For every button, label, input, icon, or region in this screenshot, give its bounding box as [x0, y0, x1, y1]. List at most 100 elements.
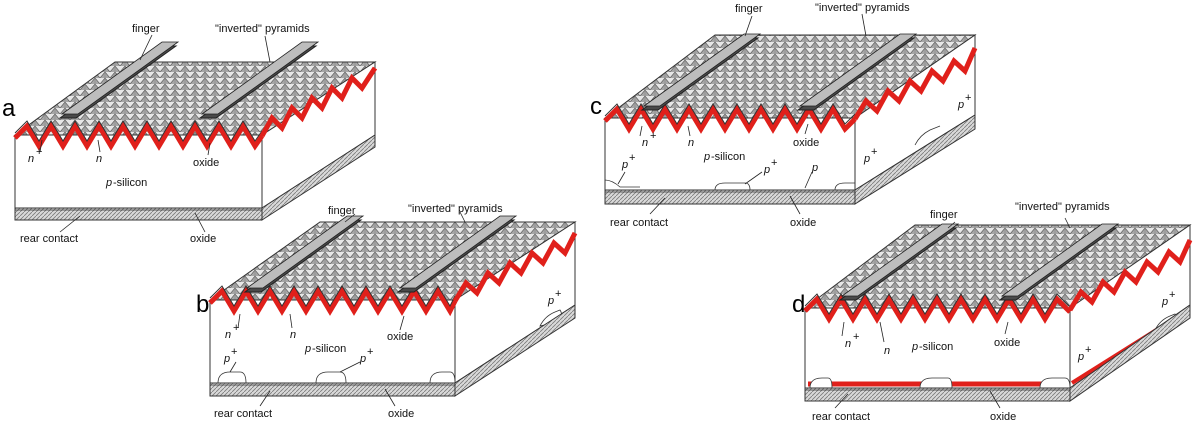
oxide-rear-label: oxide: [190, 233, 216, 245]
p-plus-region-1: [604, 179, 640, 190]
finger-label: finger: [930, 209, 958, 221]
panel-letter-a: a: [2, 95, 16, 122]
n-plus-sup: +: [233, 322, 239, 334]
oxide-front-line: [804, 293, 1071, 315]
n-plus-label: n: [642, 137, 648, 149]
emitter-layer-front: [13, 121, 265, 151]
front-face: [14, 134, 263, 209]
rear-contact-label: rear contact: [214, 408, 272, 420]
rear-contact-side: [454, 304, 576, 397]
finger-label: finger: [132, 23, 160, 35]
finger-2-top: [1000, 223, 1120, 297]
p-plus-sup-side: +: [1169, 289, 1175, 301]
finger-2-top: [798, 33, 918, 107]
finger-label: finger: [735, 3, 763, 15]
p-plus-region-2: [315, 371, 347, 384]
p-plus-sup-1: +: [629, 152, 635, 164]
n-plus-sup: +: [853, 331, 859, 343]
n-plus-label: n: [845, 338, 851, 350]
silicon-suffix: -silicon: [113, 177, 147, 189]
oxide-front-label: oxide: [387, 331, 413, 343]
emitter-layer-front: [803, 294, 1072, 324]
p-plus-region-1: [809, 377, 833, 389]
p-plus-region-3: [429, 371, 456, 384]
pyramids-label: "inverted" pyramids: [215, 23, 310, 35]
p-plus-sup-2: +: [367, 346, 373, 358]
emitter-layer-side: [259, 66, 378, 138]
silicon-prefix: p: [105, 177, 112, 189]
p-plus-label-2: p: [763, 164, 770, 176]
rear-contact-label: rear contact: [812, 411, 870, 423]
p-plus-sup-1: +: [231, 346, 237, 358]
finger-2-top: [398, 215, 518, 289]
finger-2-top: [200, 41, 320, 115]
p-plus-label-1: p: [223, 353, 230, 365]
n-plus-sup: +: [650, 130, 656, 142]
finger-1-top: [642, 33, 762, 107]
finger-1-top: [840, 223, 960, 297]
pyramids-label: "inverted" pyramids: [408, 203, 503, 215]
n-label: n: [96, 153, 102, 165]
rear-contact-side: [261, 134, 376, 221]
oxide-rear-label: oxide: [990, 411, 1016, 423]
p-plus-sup-side-2: +: [871, 146, 877, 158]
p-plus-region-3: [1039, 377, 1071, 389]
panel-letter-b: b: [196, 291, 209, 318]
p-plus-region-2: [919, 377, 953, 389]
silicon-suffix: -silicon: [711, 151, 745, 163]
silicon-prefix: p: [703, 151, 710, 163]
silicon-prefix: p: [911, 341, 918, 353]
n-plus-label: n: [28, 153, 34, 165]
p-plus-label-side-2: p: [1077, 351, 1084, 363]
oxide-front-line: [14, 120, 263, 142]
emitter-layer-front: [603, 104, 857, 134]
p-plus-region-3: [834, 182, 855, 191]
pyramids-label: "inverted" pyramids: [1015, 201, 1110, 213]
panel-letter-c: c: [590, 93, 602, 120]
rear-contact-label: rear contact: [20, 233, 78, 245]
panel-b: b finger "inverted" pyramids n + n oxide…: [196, 203, 578, 420]
oxide-rear-label: oxide: [388, 408, 414, 420]
p-plus-label-side: p: [547, 295, 554, 307]
p-plus-sup-2: +: [771, 157, 777, 169]
emitter-layer-side: [852, 47, 978, 121]
oxide-front-line: [209, 285, 456, 308]
p-plus-region-2: [714, 182, 751, 191]
p-plus-label-2: p: [359, 353, 366, 365]
oxide-rear-label: oxide: [790, 217, 816, 229]
oxide-front-label: oxide: [193, 157, 219, 169]
oxide-front-label: oxide: [994, 337, 1020, 349]
p-plus-label-side-2: p: [863, 153, 870, 165]
p-plus-sup-side-2: +: [1085, 344, 1091, 356]
oxide-front-label: oxide: [793, 137, 819, 149]
rear-contact-side: [1069, 304, 1191, 402]
emitter-layer-side: [1067, 238, 1193, 312]
rear-contact-label: rear contact: [610, 217, 668, 229]
p-plus-region-side: [914, 125, 941, 146]
n-label: n: [884, 345, 890, 357]
pyramids-label: "inverted" pyramids: [815, 2, 910, 14]
silicon-suffix: -silicon: [312, 343, 346, 355]
n-label: n: [688, 137, 694, 149]
emitter-layer-front: [208, 286, 458, 317]
silicon-suffix: -silicon: [919, 341, 953, 353]
panel-c: c finger "inverted" pyramids n + n oxide…: [590, 2, 978, 229]
finger-1-top: [60, 41, 180, 115]
p-plus-label-side: p: [1161, 296, 1168, 308]
panel-d: d finger "inverted" pyramids n + n oxide…: [792, 201, 1193, 423]
emitter-layer-side: [452, 231, 578, 303]
n-plus-sup: +: [36, 146, 42, 158]
p-label: p: [811, 162, 818, 174]
p-plus-label-side: p: [957, 99, 964, 111]
n-plus-label: n: [225, 329, 231, 341]
p-plus-sup-side: +: [965, 92, 971, 104]
oxide-front-line: [604, 103, 856, 125]
p-plus-label-1: p: [621, 159, 628, 171]
silicon-prefix: p: [304, 343, 311, 355]
rear-contact-side: [854, 114, 976, 205]
n-label: n: [290, 329, 296, 341]
finger-label: finger: [328, 205, 356, 217]
finger-1-top: [245, 215, 365, 289]
p-plus-region-1: [217, 371, 247, 384]
